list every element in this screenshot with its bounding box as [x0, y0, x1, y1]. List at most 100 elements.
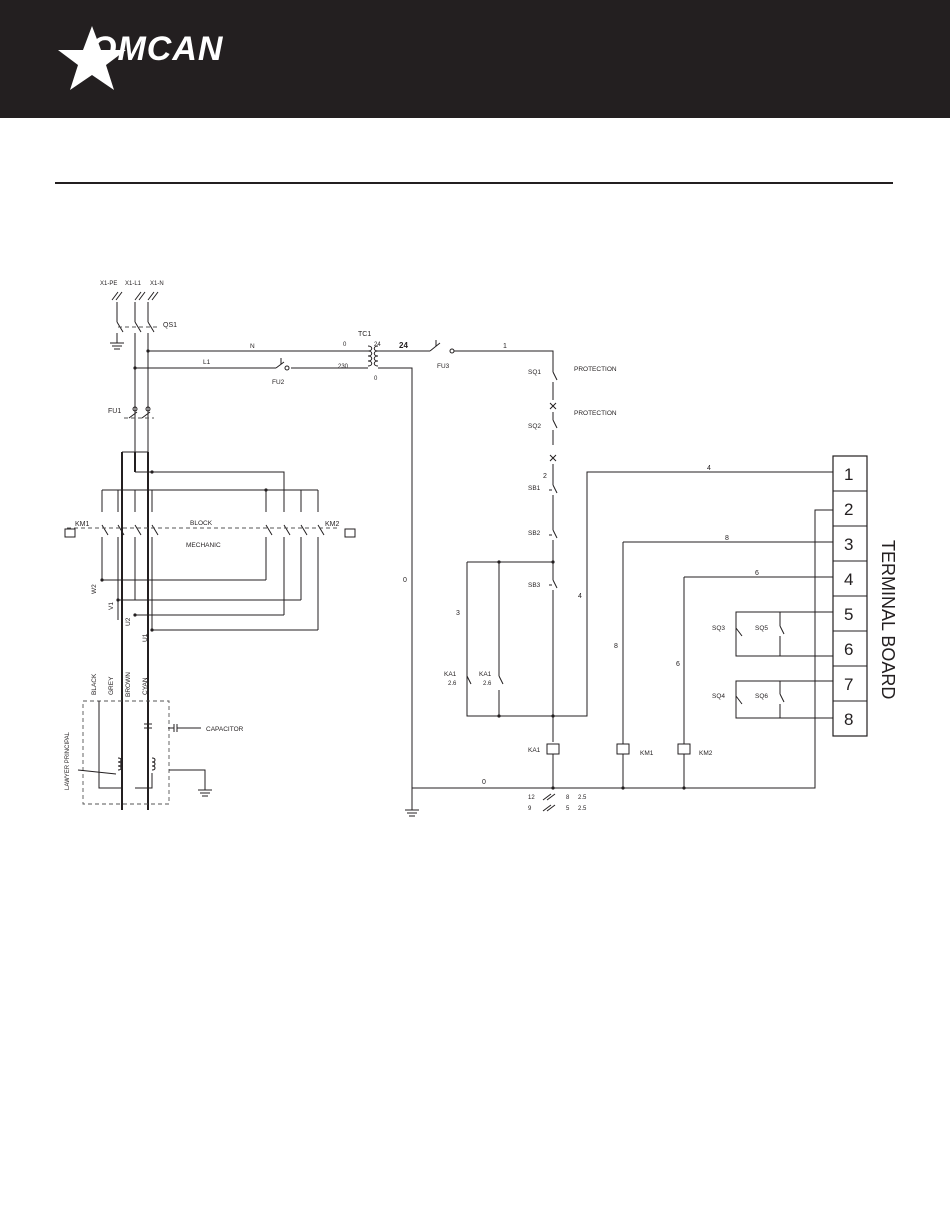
sq1-switch	[549, 371, 558, 410]
wire-id-w2: W2	[91, 584, 98, 594]
wire-id-v1: V1	[108, 602, 115, 610]
qs1-main-switch	[110, 302, 158, 453]
protection-label-2: PROTECTION	[574, 410, 617, 417]
header-rule	[55, 182, 893, 184]
protection-label-1: PROTECTION	[574, 366, 617, 373]
power-bus-right	[134, 452, 149, 810]
wire-24-label: 24	[399, 341, 408, 350]
terminal-1: 1	[844, 465, 853, 484]
fu1-label: FU1	[108, 408, 121, 415]
wire-1-label: 1	[503, 343, 507, 350]
terminal-board-label: TERMINAL BOARD	[878, 540, 898, 699]
wire-color-brown: BROWN	[125, 672, 132, 697]
wire-6-label-vertical: 6	[676, 661, 680, 668]
wire-2-label: 2	[543, 473, 547, 480]
lawyer-principal-label: LAWYER PRINCIPAL	[65, 731, 71, 790]
terminal-2: 2	[844, 500, 853, 519]
capacitor-label: CAPACITOR	[206, 726, 244, 733]
ka1-contact-value-a: 2.6	[448, 681, 457, 687]
fu2-label: FU2	[272, 379, 285, 386]
km2-label: KM2	[325, 521, 340, 528]
sb3-button	[549, 579, 558, 742]
supply-terminal-symbols	[111, 291, 159, 301]
ka1-contact-label-a: KA1	[444, 671, 457, 678]
terminal-4: 4	[844, 570, 853, 589]
sq2-switch	[549, 412, 558, 485]
wire-8-label: 8	[725, 535, 729, 542]
terminal-8: 8	[844, 710, 853, 729]
wire-0-label-vertical: 0	[403, 577, 407, 584]
wire-6-label: 6	[755, 570, 759, 577]
wire-3-label: 3	[456, 610, 460, 617]
motor-box	[82, 700, 170, 805]
ka1-coil-label: KA1	[528, 747, 541, 754]
sb2-button	[549, 529, 558, 580]
wire-0-return	[412, 509, 833, 789]
terminal-board	[832, 455, 868, 737]
sq1-label: SQ1	[528, 369, 541, 376]
motor-ground-icon	[169, 769, 212, 797]
wire-4-label: 4	[707, 465, 711, 472]
wire-8-label-vertical: 8	[614, 643, 618, 650]
sq5-label: SQ5	[755, 625, 768, 632]
sq3-sq5-switches	[735, 611, 833, 657]
sq4-label: SQ4	[712, 693, 725, 700]
fu3-label: FU3	[437, 363, 450, 370]
km1-coil-label: KM1	[640, 750, 654, 757]
control-ground-icon	[405, 788, 419, 817]
block-label: BLOCK	[190, 520, 213, 527]
supply-pe-label: X1-PE	[100, 281, 117, 287]
mechanic-label: MECHANIC	[186, 542, 221, 549]
supply-l1-label: X1-L1	[125, 281, 142, 287]
ka1-table-2-5b: 2.5	[578, 806, 587, 812]
sq2-label: SQ2	[528, 423, 541, 430]
ka1-table-12: 12	[528, 795, 535, 801]
ka1-table-5: 5	[566, 806, 570, 812]
km2-coil-label: KM2	[699, 750, 713, 757]
fu2-fuse	[275, 358, 290, 371]
km2-coil	[677, 576, 833, 788]
ka1-contact-table	[542, 793, 556, 812]
sb1-label: SB1	[528, 485, 541, 492]
wire-id-u2: U2	[125, 617, 132, 626]
wire-color-cyan: CYAN	[142, 677, 149, 695]
km1-coil-symbol	[64, 528, 76, 538]
wire-4-label-vertical: 4	[578, 593, 582, 600]
sb1-button	[549, 484, 558, 530]
tc1-label: TC1	[358, 331, 371, 338]
tc1-transformer	[367, 345, 430, 790]
wire-id-u1: U1	[142, 633, 149, 642]
km2-coil-symbol	[344, 528, 356, 538]
supply-n-label: X1-N	[150, 281, 164, 287]
wire-color-black: BLACK	[91, 673, 98, 695]
terminal-7: 7	[844, 675, 853, 694]
wire-0-label: 0	[482, 779, 486, 786]
ka1-table-8: 8	[566, 795, 570, 801]
ka1-contact-value-b: 2.6	[483, 681, 492, 687]
sb2-label: SB2	[528, 530, 541, 537]
page-header: OMCAN	[0, 0, 950, 118]
ka1-contact-label-b: KA1	[479, 671, 492, 678]
wire-l1-label: L1	[203, 359, 211, 366]
sq4-sq6-switches	[735, 680, 833, 719]
km1-label: KM1	[75, 521, 90, 528]
ka1-table-9: 9	[528, 806, 532, 812]
wire-n-label: N	[250, 343, 255, 350]
ka1-coil	[546, 743, 560, 788]
sb3-label: SB3	[528, 582, 541, 589]
km2-contacts	[265, 524, 325, 630]
sq3-label: SQ3	[712, 625, 725, 632]
capacitor-symbol	[168, 724, 201, 732]
ka1-table-2-5a: 2.5	[578, 795, 587, 801]
km1-contacts	[101, 524, 159, 630]
tc1-tap-0-sec: 0	[374, 376, 378, 382]
qs1-label: QS1	[163, 322, 177, 329]
terminal-3: 3	[844, 535, 853, 554]
brand-name: OMCAN	[90, 30, 224, 68]
wire-color-grey: GREY	[108, 676, 115, 695]
tc1-tap-230: 230	[338, 364, 349, 370]
km1-coil	[616, 541, 833, 788]
tc1-tap-24: 24	[374, 342, 381, 348]
sq6-label: SQ6	[755, 693, 768, 700]
